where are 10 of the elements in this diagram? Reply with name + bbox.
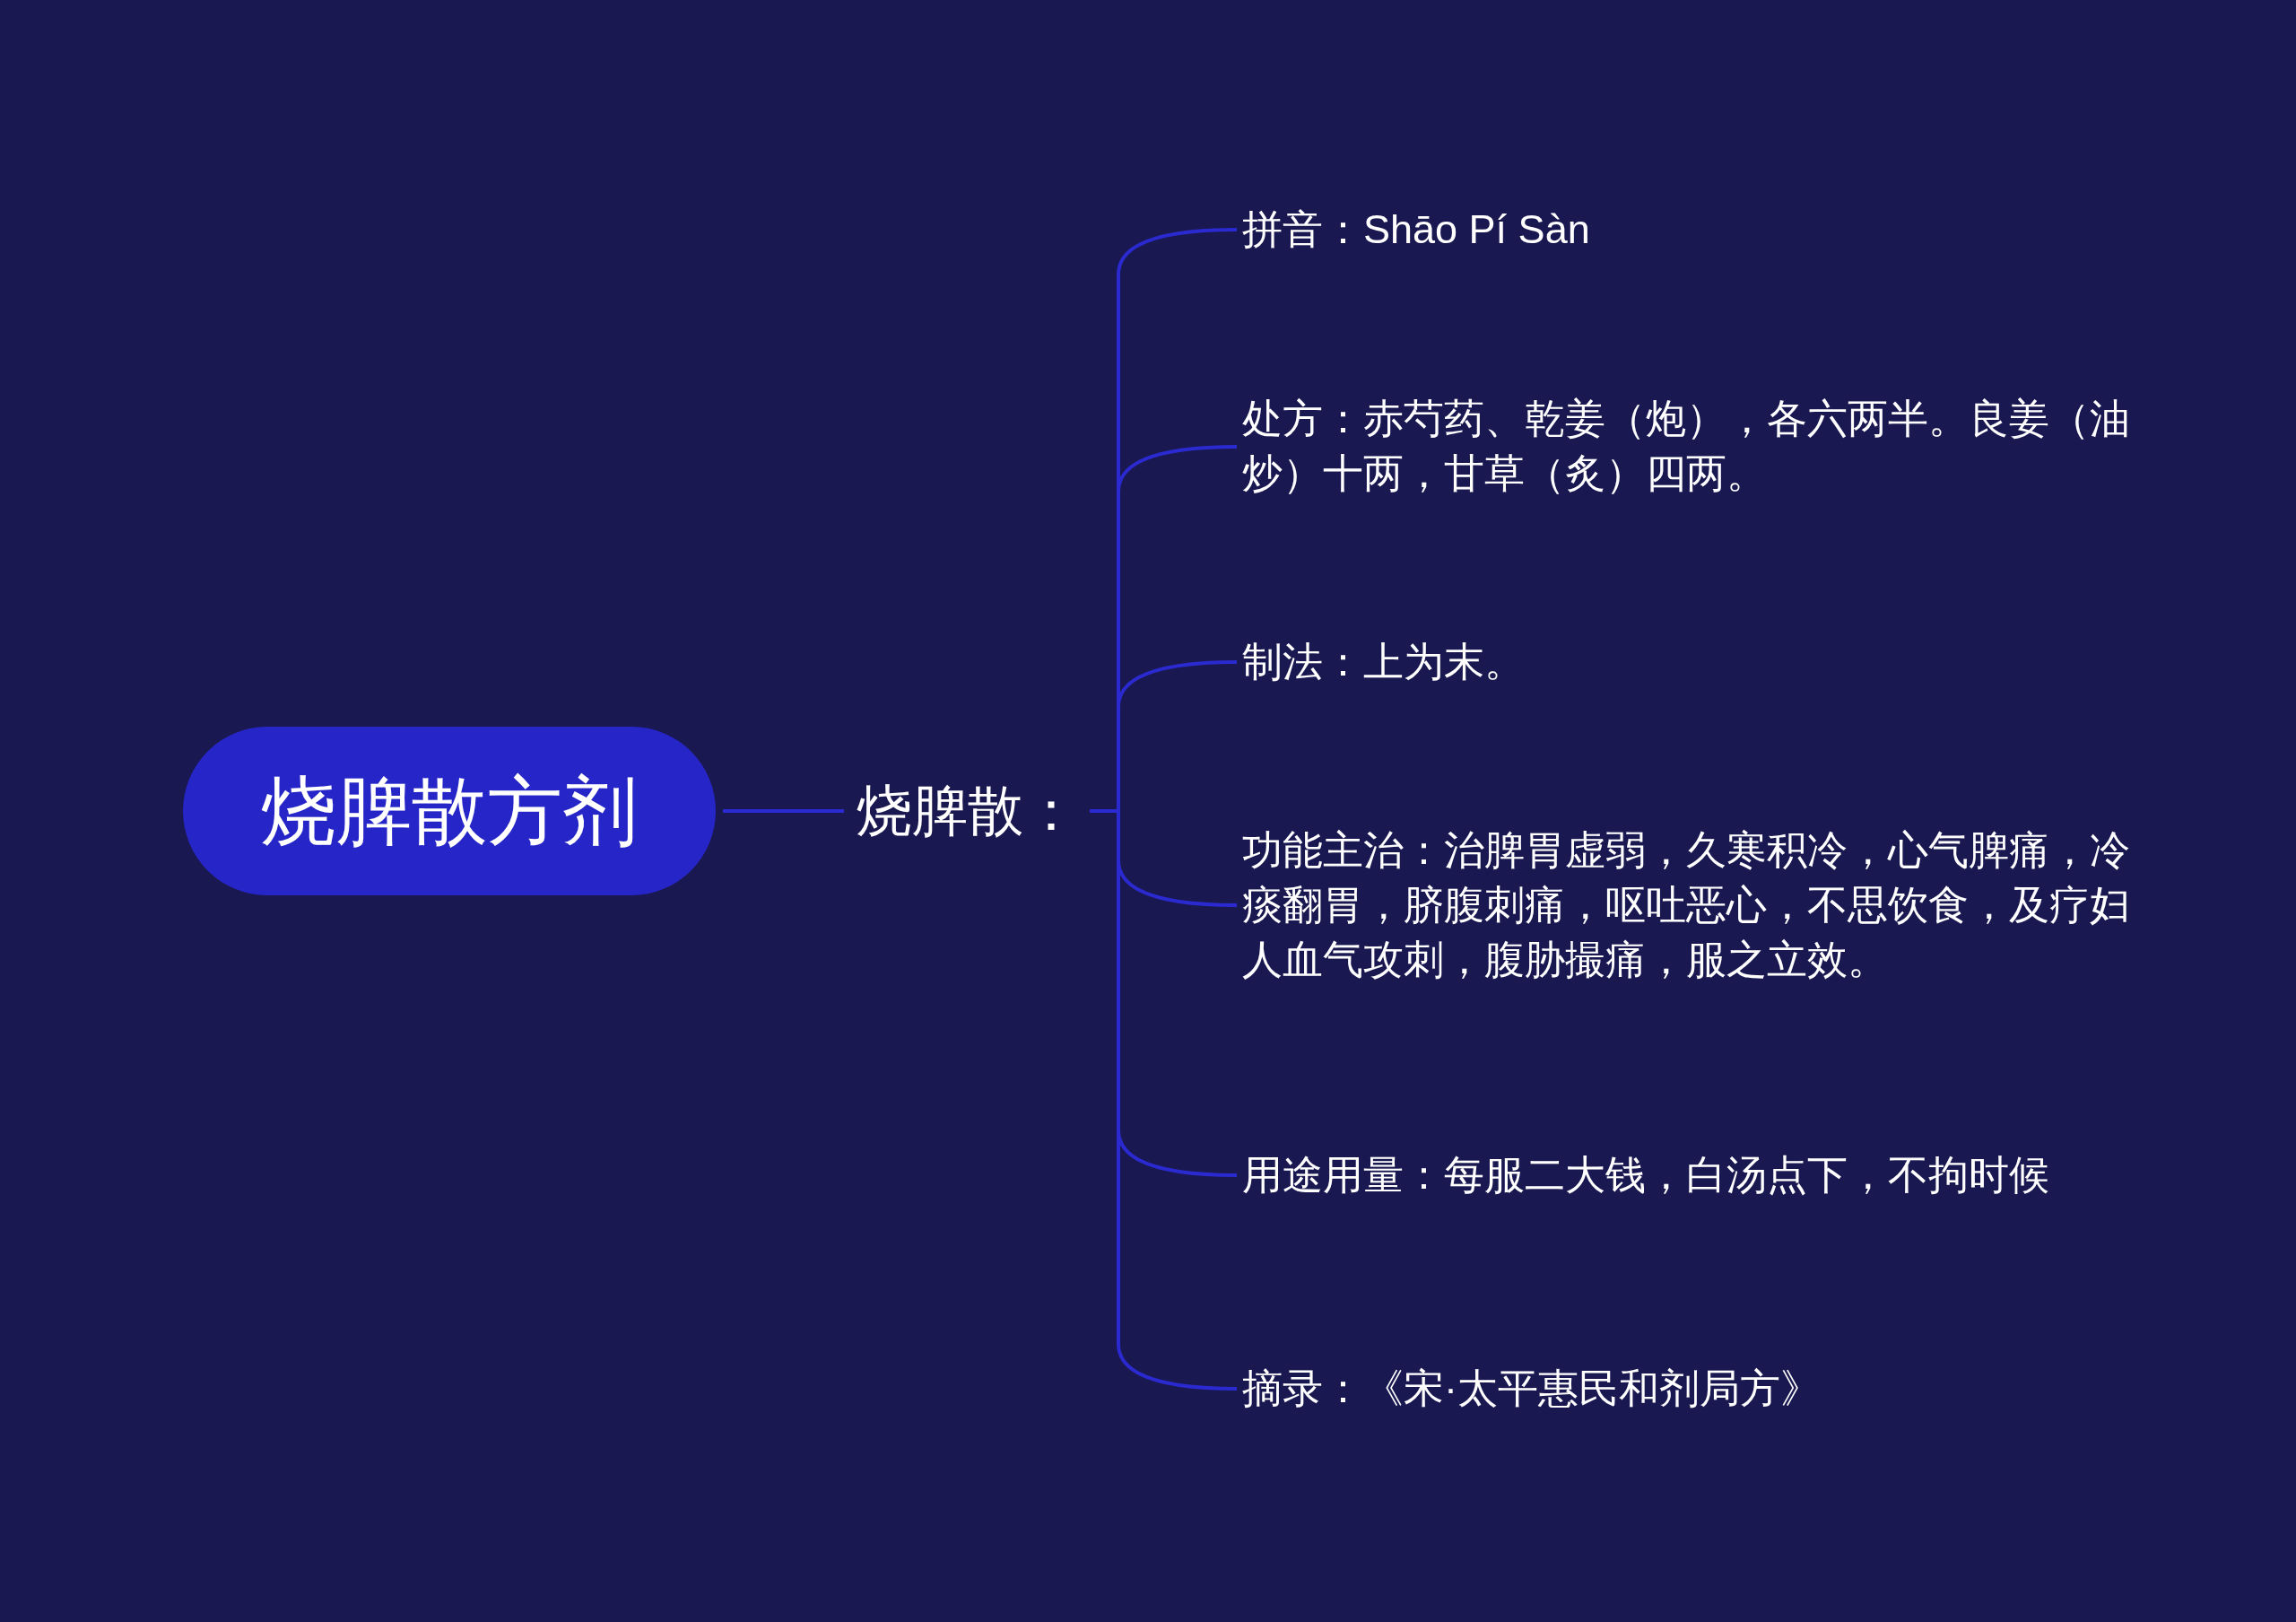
branch-text: 摘录：《宋·太平惠民和剂局方》 [1242, 1361, 2130, 1417]
branch-text: 拼音：Shāo Pí Sàn [1242, 202, 2130, 257]
branch-text: 处方：赤芍药、乾姜（炮），各六两半。良姜（油炒）十两，甘草（炙）四两。 [1242, 392, 2130, 501]
branch-text: 制法：上为末。 [1242, 634, 2130, 690]
branch-text: 用途用量：每服二大钱，白汤点下，不拘时候 [1242, 1147, 2130, 1203]
connector-line [1090, 809, 1238, 1391]
subtopic-text: 烧脾散： [857, 776, 1079, 846]
connector-line [723, 809, 844, 813]
branch-text: 功能主治：治脾胃虚弱，久寒积冷，心气脾痛，冷痰翻胃，脐腹刺痛，呕吐恶心，不思饮食，及疗妇人血气攻刺，腹胁撮痛，服之立效。 [1242, 823, 2130, 988]
topic-title: 烧脾散方剂 [261, 773, 638, 849]
